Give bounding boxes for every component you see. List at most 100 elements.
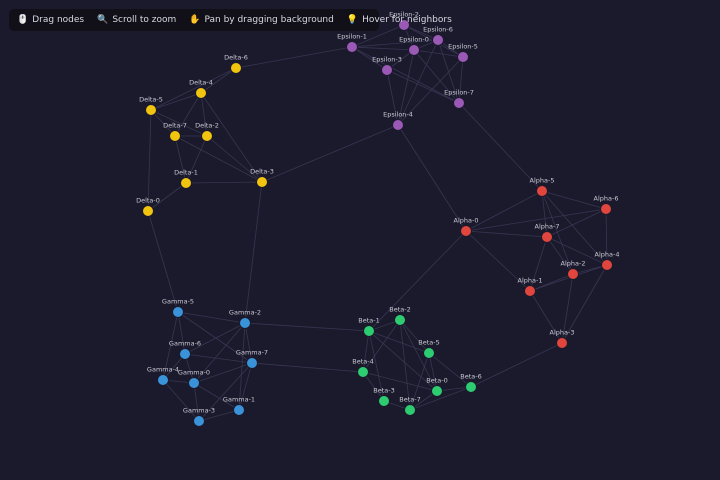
graph-edge bbox=[413, 49, 464, 58]
node-circle[interactable] bbox=[378, 395, 390, 407]
node-label: Gamma-6 bbox=[169, 340, 201, 348]
graph-node[interactable]: Delta-6 bbox=[224, 54, 248, 74]
graph-edge bbox=[368, 330, 438, 392]
node-circle[interactable] bbox=[256, 176, 268, 188]
graph-edge bbox=[397, 56, 464, 126]
node-circle[interactable] bbox=[457, 51, 469, 63]
graph-node[interactable]: Gamma-2 bbox=[229, 309, 261, 329]
graph-node[interactable]: Epsilon-4 bbox=[383, 111, 413, 131]
node-circle[interactable] bbox=[465, 381, 477, 393]
graph-edge bbox=[162, 311, 179, 381]
node-circle[interactable] bbox=[201, 130, 213, 142]
graph-node[interactable]: Gamma-0 bbox=[178, 369, 210, 389]
graph-node[interactable]: Beta-4 bbox=[352, 358, 374, 378]
graph-edge bbox=[458, 56, 464, 104]
graph-edge bbox=[368, 330, 430, 354]
node-circle[interactable] bbox=[233, 404, 245, 416]
node-circle[interactable] bbox=[541, 231, 553, 243]
graph-node[interactable]: Delta-1 bbox=[174, 169, 198, 189]
node-circle[interactable] bbox=[246, 357, 258, 369]
node-circle[interactable] bbox=[536, 185, 548, 197]
node-circle[interactable] bbox=[398, 19, 410, 31]
node-circle[interactable] bbox=[193, 415, 205, 427]
node-circle[interactable] bbox=[239, 317, 251, 329]
graph-node[interactable]: Gamma-4 bbox=[147, 366, 179, 386]
node-circle[interactable] bbox=[381, 64, 393, 76]
graph-edge bbox=[200, 92, 263, 183]
graph-edge bbox=[541, 190, 607, 210]
node-circle[interactable] bbox=[188, 377, 200, 389]
node-circle[interactable] bbox=[357, 366, 369, 378]
graph-node[interactable]: Epsilon-3 bbox=[372, 56, 402, 76]
graph-edge bbox=[174, 135, 187, 184]
graph-node[interactable]: Alpha-6 bbox=[594, 195, 619, 215]
node-label: Epsilon-5 bbox=[448, 43, 478, 51]
graph-edge bbox=[206, 135, 263, 183]
graph-node[interactable]: Gamma-5 bbox=[162, 298, 194, 318]
node-label: Delta-5 bbox=[139, 96, 163, 104]
graph-edge bbox=[177, 311, 246, 324]
node-circle[interactable] bbox=[431, 385, 443, 397]
graph-edge bbox=[458, 102, 543, 192]
node-circle[interactable] bbox=[556, 337, 568, 349]
node-circle[interactable] bbox=[460, 225, 472, 237]
graph-node[interactable]: Gamma-6 bbox=[169, 340, 201, 360]
node-circle[interactable] bbox=[404, 404, 416, 416]
node-circle[interactable] bbox=[346, 41, 358, 53]
graph-node[interactable]: Alpha-1 bbox=[518, 277, 543, 297]
node-circle[interactable] bbox=[195, 87, 207, 99]
edges-layer bbox=[147, 24, 608, 422]
graph-node[interactable]: Gamma-1 bbox=[223, 396, 255, 416]
node-label: Alpha-3 bbox=[550, 329, 575, 337]
node-label: Beta-6 bbox=[460, 373, 481, 381]
node-circle[interactable] bbox=[601, 259, 613, 271]
node-label: Delta-2 bbox=[195, 122, 219, 130]
graph-node[interactable]: Delta-2 bbox=[195, 122, 219, 142]
graph-edge bbox=[529, 264, 608, 292]
node-circle[interactable] bbox=[172, 306, 184, 318]
node-circle[interactable] bbox=[408, 44, 420, 56]
node-circle[interactable] bbox=[180, 177, 192, 189]
node-circle[interactable] bbox=[169, 130, 181, 142]
graph-edge bbox=[150, 109, 208, 137]
graph-node[interactable]: Epsilon-5 bbox=[448, 43, 478, 63]
graph-node[interactable]: Gamma-7 bbox=[236, 349, 268, 369]
graph-node[interactable]: Alpha-2 bbox=[561, 260, 586, 280]
graph-edge bbox=[251, 362, 364, 373]
graph-edge bbox=[470, 342, 563, 388]
graph-edge bbox=[184, 322, 246, 355]
node-circle[interactable] bbox=[145, 104, 157, 116]
node-circle[interactable] bbox=[600, 203, 612, 215]
node-circle[interactable] bbox=[394, 314, 406, 326]
graph-node[interactable]: Alpha-3 bbox=[550, 329, 575, 349]
graph-edge bbox=[177, 311, 186, 355]
graph-edge bbox=[351, 39, 439, 48]
node-circle[interactable] bbox=[230, 62, 242, 74]
node-circle[interactable] bbox=[423, 347, 435, 359]
node-circle[interactable] bbox=[142, 205, 154, 217]
graph-edge bbox=[193, 362, 253, 384]
node-circle[interactable] bbox=[363, 325, 375, 337]
graph-edge bbox=[193, 382, 200, 422]
node-circle[interactable] bbox=[179, 348, 191, 360]
node-circle[interactable] bbox=[524, 285, 536, 297]
graph-node[interactable]: Beta-0 bbox=[426, 377, 448, 397]
node-circle[interactable] bbox=[392, 119, 404, 131]
hint-hover: 💡 Hover for neighbors bbox=[347, 15, 452, 25]
graph-edge bbox=[541, 190, 548, 238]
graph-edge bbox=[351, 46, 415, 51]
node-label: Delta-3 bbox=[250, 168, 274, 176]
graph-edge bbox=[465, 208, 607, 232]
graph-node[interactable]: Delta-7 bbox=[163, 122, 187, 142]
node-circle[interactable] bbox=[432, 34, 444, 46]
graph-edge bbox=[397, 124, 467, 232]
graph-edge bbox=[605, 208, 608, 266]
graph-node[interactable]: Gamma-3 bbox=[183, 407, 215, 427]
node-circle[interactable] bbox=[567, 268, 579, 280]
graph-node[interactable]: Beta-5 bbox=[418, 339, 440, 359]
graph-node[interactable]: Beta-7 bbox=[399, 396, 421, 416]
node-circle[interactable] bbox=[157, 374, 169, 386]
graph-edge bbox=[541, 190, 608, 266]
node-circle[interactable] bbox=[453, 97, 465, 109]
